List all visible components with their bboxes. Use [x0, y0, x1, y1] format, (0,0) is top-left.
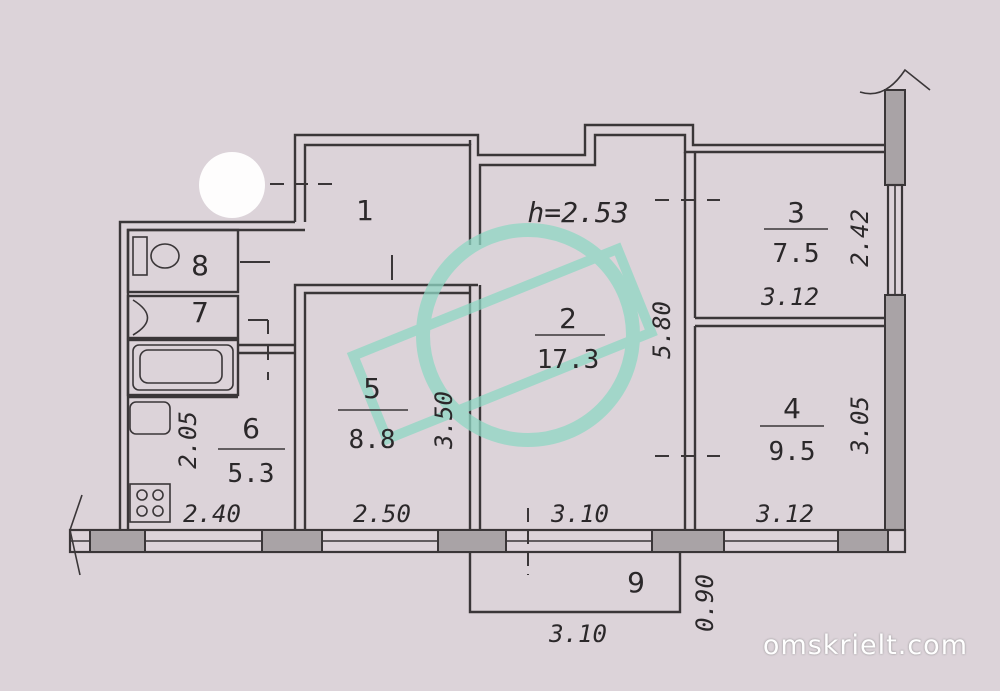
room-4-area: 9.5: [769, 437, 816, 467]
walls: [68, 68, 931, 614]
room3-width: 3.12: [760, 283, 819, 311]
room-2-number: 2: [559, 302, 577, 335]
room-9-number: 9: [627, 566, 645, 599]
bathtub-icon: [132, 344, 234, 391]
watermark: omskrielt.com: [762, 630, 968, 661]
room4-width: 3.12: [755, 500, 814, 528]
balcony-depth: 0.90: [691, 574, 719, 632]
stove-icon: [129, 483, 171, 523]
room-6-area: 5.3: [228, 459, 275, 489]
room-5-area: 8.8: [349, 425, 396, 455]
room5-depth: 3.50: [430, 391, 458, 450]
toilet-icon: [132, 236, 148, 276]
room-6-number: 6: [242, 412, 260, 445]
sink-icon: [132, 299, 149, 336]
ceiling-height: h=2.53: [527, 196, 628, 229]
room2-width: 3.10: [550, 500, 609, 528]
room6-width: 2.40: [183, 500, 241, 528]
balcony-width: 3.10: [548, 620, 607, 648]
kitchen-sink-icon: [129, 401, 171, 435]
room-labels: 1 h=2.53 2 17.3 3 7.5 4 9.5 5 8.8 6 5.3 …: [191, 194, 828, 599]
room-8-number: 8: [191, 249, 209, 282]
room4-depth: 3.05: [846, 396, 874, 455]
redaction-circle: [199, 152, 265, 218]
room2-depth: 5.80: [648, 301, 676, 359]
room6-depth: 2.05: [174, 411, 202, 469]
room5-width: 2.50: [353, 500, 411, 528]
room-5-number: 5: [363, 372, 381, 405]
dimension-labels: 2.40 2.05 2.50 3.50 3.10 5.80 3.12 2.42 …: [174, 209, 874, 648]
archive-stamp: [346, 223, 658, 447]
room-4-number: 4: [783, 392, 801, 425]
room-2-area: 17.3: [537, 345, 600, 375]
room-7-number: 7: [191, 296, 209, 329]
room-1-number: 1: [356, 194, 374, 227]
room-3-number: 3: [787, 196, 805, 229]
room-3-area: 7.5: [773, 239, 820, 269]
room3-depth: 2.42: [846, 209, 874, 267]
